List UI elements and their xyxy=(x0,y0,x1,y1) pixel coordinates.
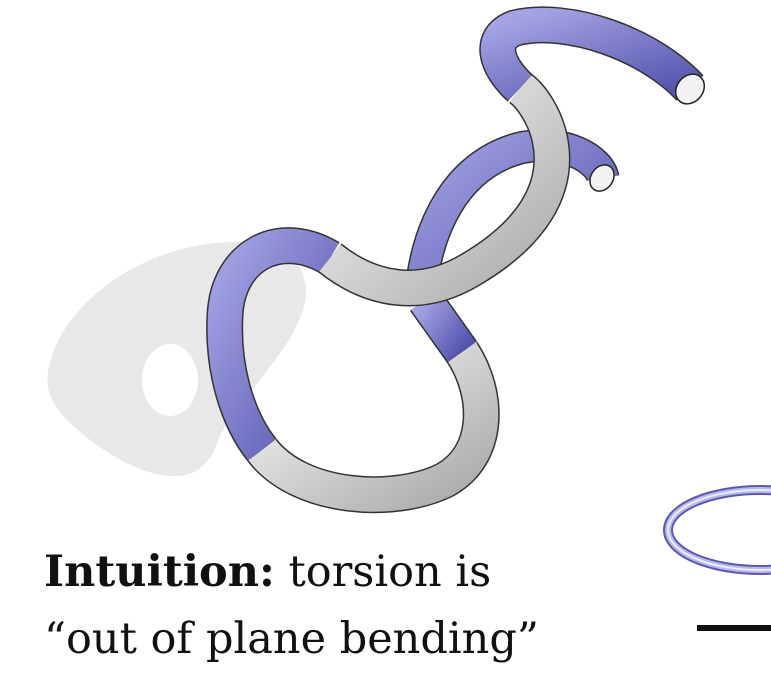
tube-end-cap-top xyxy=(674,73,706,105)
tube-end-cap-back xyxy=(589,164,615,192)
caption-line-2: “out of plane bending” xyxy=(44,614,539,664)
tube-back-loop xyxy=(403,129,620,302)
caption-lead: Intuition: xyxy=(44,547,275,597)
tube-front-strand xyxy=(318,72,571,307)
caption-line-1: Intuition: torsion is xyxy=(44,551,491,594)
caption-line1-rest: torsion is xyxy=(274,547,492,597)
small-ring xyxy=(663,485,771,575)
tube-top-hook xyxy=(479,6,704,102)
